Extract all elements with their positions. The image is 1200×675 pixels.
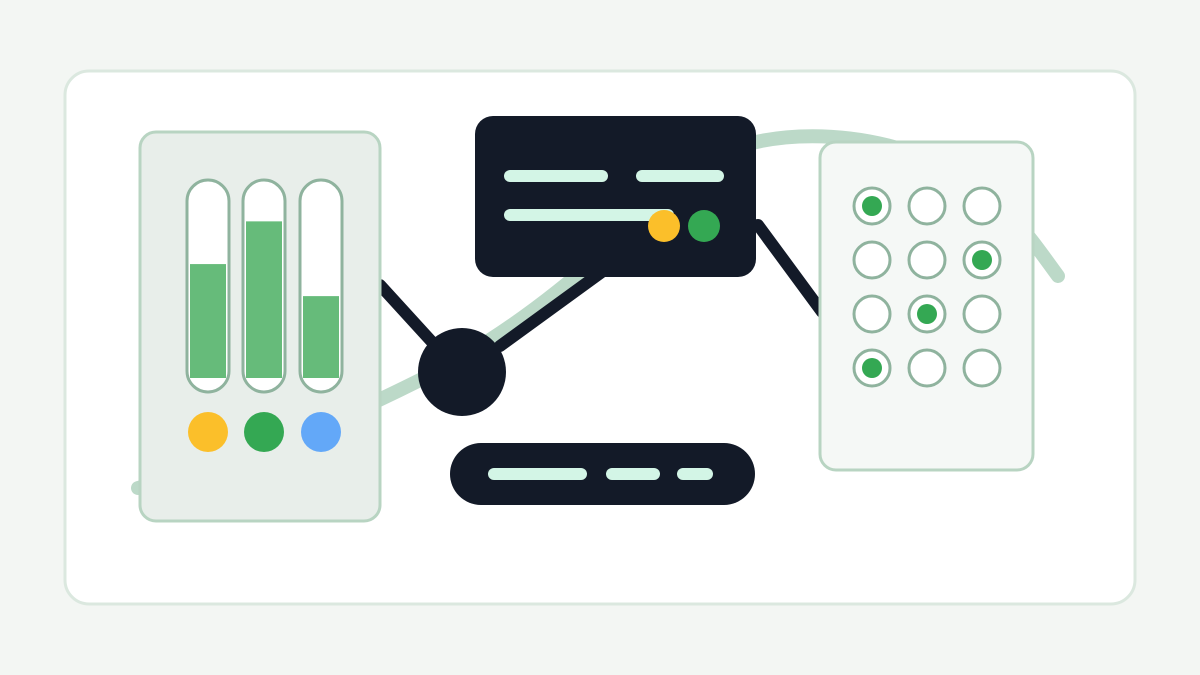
toggle-ring bbox=[907, 348, 947, 388]
level-fill bbox=[303, 296, 339, 378]
hub-connectors bbox=[374, 219, 828, 352]
toggle-option-r2c2[interactable] bbox=[907, 240, 947, 280]
toggle-selected-dot bbox=[862, 358, 882, 378]
toggle-selected-dot bbox=[972, 250, 992, 270]
hub-node-icon bbox=[418, 328, 506, 416]
level-track-2 bbox=[241, 178, 287, 394]
toggle-selected-dot bbox=[917, 304, 937, 324]
toggle-option-r4c3[interactable] bbox=[962, 348, 1002, 388]
toggle-option-r2c1[interactable] bbox=[852, 240, 892, 280]
toggle-option-r3c3[interactable] bbox=[962, 294, 1002, 334]
indicator-dot-green bbox=[244, 412, 284, 452]
pill-bar-frame bbox=[450, 443, 755, 505]
toggle-grid-panel bbox=[818, 140, 1035, 472]
toggle-option-r1c2[interactable] bbox=[907, 186, 947, 226]
toggle-ring bbox=[907, 186, 947, 226]
toggle-option-r4c1[interactable] bbox=[852, 348, 892, 388]
toggle-ring bbox=[962, 186, 1002, 226]
toggle-option-r1c1[interactable] bbox=[852, 186, 892, 226]
connector-status-card bbox=[494, 260, 616, 352]
level-fill bbox=[190, 264, 226, 378]
indicator-dot-yellow bbox=[188, 412, 228, 452]
connector-right-panel bbox=[752, 219, 828, 318]
status-dot-yellow bbox=[648, 210, 680, 242]
toggle-ring bbox=[852, 294, 892, 334]
level-fill bbox=[246, 221, 282, 378]
toggle-option-r1c3[interactable] bbox=[962, 186, 1002, 226]
status-card bbox=[475, 116, 756, 277]
level-track-1 bbox=[185, 178, 231, 394]
toggle-ring bbox=[907, 240, 947, 280]
pill-bar bbox=[450, 443, 755, 505]
level-track-3 bbox=[298, 178, 344, 394]
status-card-frame bbox=[475, 116, 756, 277]
toggle-ring bbox=[852, 240, 892, 280]
connector-left-panel bbox=[374, 279, 438, 348]
toggle-option-r4c2[interactable] bbox=[907, 348, 947, 388]
toggle-option-r3c2[interactable] bbox=[907, 294, 947, 334]
level-panel bbox=[138, 130, 382, 523]
indicator-dot-blue bbox=[301, 412, 341, 452]
toggle-selected-dot bbox=[862, 196, 882, 216]
toggle-ring bbox=[962, 294, 1002, 334]
toggle-option-r2c3[interactable] bbox=[962, 240, 1002, 280]
toggle-option-r3c1[interactable] bbox=[852, 294, 892, 334]
status-dot-green bbox=[688, 210, 720, 242]
toggle-ring bbox=[962, 348, 1002, 388]
